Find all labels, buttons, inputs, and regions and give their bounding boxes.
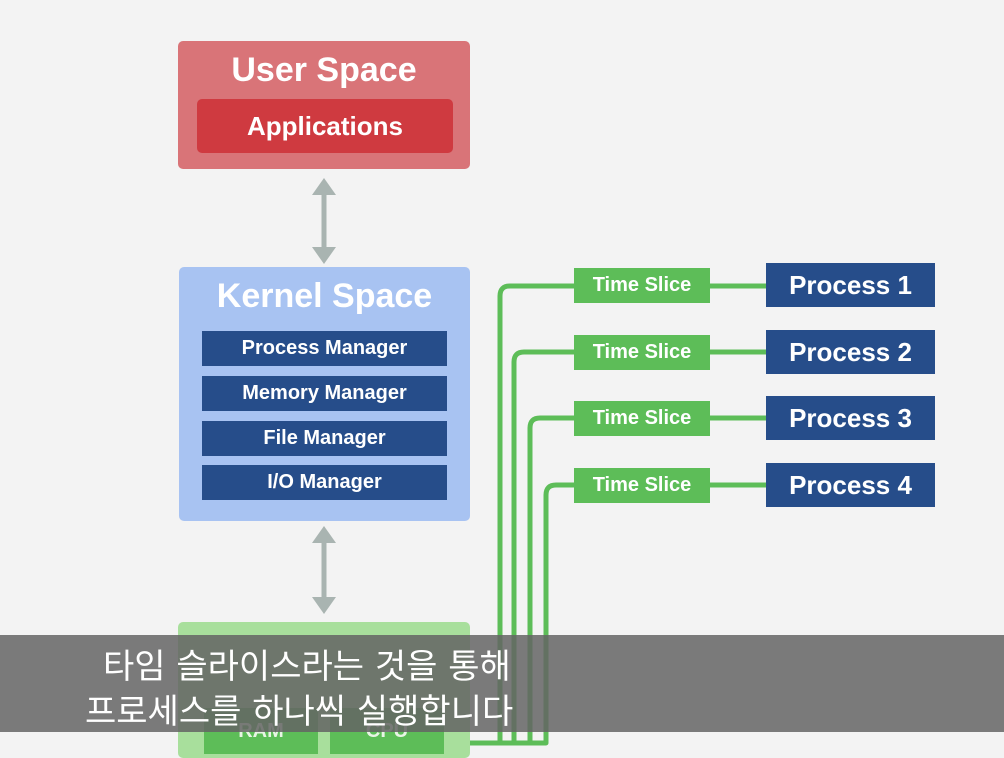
time-slice-4: Time Slice (574, 468, 710, 503)
user-space-title: User Space (231, 51, 417, 89)
route-line-2 (440, 349, 576, 746)
applications-box: Applications (197, 99, 453, 153)
process-2-box: Process 2 (766, 330, 935, 374)
time-slice-2: Time Slice (574, 335, 710, 370)
route-line-3 (440, 415, 576, 746)
file-manager-box: File Manager (202, 421, 447, 456)
kernel-hardware-arrow (312, 526, 336, 614)
kernel-space-box: Kernel Space Process Manager Memory Mana… (179, 267, 470, 521)
memory-manager-box: Memory Manager (202, 376, 447, 411)
process-manager-box: Process Manager (202, 331, 447, 366)
subtitle-line-2: 프로세스를 하나씩 실행합니다 (85, 692, 514, 732)
user-space-box: User Space Applications (178, 41, 470, 169)
process-1-box: Process 1 (766, 263, 935, 307)
io-manager-box: I/O Manager (202, 465, 447, 500)
user-kernel-arrow (312, 178, 336, 264)
process-4-box: Process 4 (766, 463, 935, 507)
subtitle-line-1: 타임 슬라이스라는 것을 통해 (103, 647, 511, 687)
subtitle-bar: 타임 슬라이스라는 것을 통해 프로세스를 하나씩 실행합니다 (0, 635, 1004, 732)
route-line-1 (440, 283, 576, 746)
process-3-box: Process 3 (766, 396, 935, 440)
time-slice-1: Time Slice (574, 268, 710, 303)
route-line-4 (440, 482, 576, 746)
time-slice-3: Time Slice (574, 401, 710, 436)
kernel-space-title: Kernel Space (216, 277, 433, 315)
